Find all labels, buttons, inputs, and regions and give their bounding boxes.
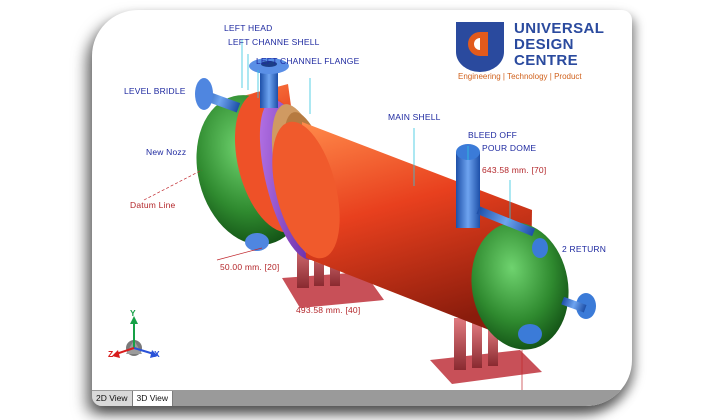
label-dimension-70: 643.58 mm. [70]	[482, 165, 547, 175]
logo-line-2: DESIGN	[514, 36, 574, 53]
right-nozzle-lower[interactable]	[518, 324, 542, 344]
label-left-head: LEFT HEAD	[224, 23, 273, 33]
label-left-channel-shell: LEFT CHANNE SHELL	[228, 37, 320, 47]
viewport-card: UNIVERSAL DESIGN CENTRE Engineering | Te…	[92, 10, 632, 406]
logo-line-1: UNIVERSAL	[514, 20, 605, 37]
datum-line	[143, 169, 203, 201]
universal-design-centre-logo-icon	[456, 22, 504, 72]
view-tab-bar: 2D View 3D View	[92, 390, 632, 406]
axis-z-label: Z	[108, 349, 114, 359]
label-dimension-20: 50.00 mm. [20]	[220, 262, 280, 272]
tab-2d-view[interactable]: 2D View	[92, 391, 133, 406]
label-dimension-40: 493.58 mm. [40]	[296, 305, 361, 315]
label-vapour-dome: POUR DOME	[482, 143, 537, 153]
label-main-shell: MAIN SHELL	[388, 112, 441, 122]
logo-line-3: CENTRE	[514, 52, 579, 69]
leader-lines	[241, 40, 511, 222]
label-level-bridle: LEVEL BRIDLE	[124, 86, 186, 96]
label-left-channel-flange: LEFT CHANNEL FLANGE	[256, 56, 360, 66]
top-nozzle[interactable]	[249, 58, 289, 108]
axis-triad-icon	[112, 316, 158, 358]
3d-viewport[interactable]: UNIVERSAL DESIGN CENTRE Engineering | Te…	[92, 10, 632, 406]
label-bleed-off: BLEED OFF	[468, 130, 518, 140]
label-return: 2 RETURN	[562, 244, 607, 254]
tab-3d-view[interactable]: 3D View	[132, 391, 173, 406]
right-saddle[interactable]	[430, 318, 542, 384]
label-datum-line: Datum Line	[130, 200, 176, 210]
logo-tagline: Engineering | Technology | Product	[458, 72, 582, 81]
vapour-dome[interactable]	[456, 144, 548, 258]
axis-y-label: Y	[130, 308, 136, 318]
bottom-nozzle[interactable]	[245, 233, 269, 251]
level-bridle-nozzle[interactable]	[195, 78, 241, 113]
vessel-model	[112, 22, 596, 406]
axis-x-label: X	[154, 349, 160, 359]
label-new-nozzle: New Nozz	[146, 147, 187, 157]
